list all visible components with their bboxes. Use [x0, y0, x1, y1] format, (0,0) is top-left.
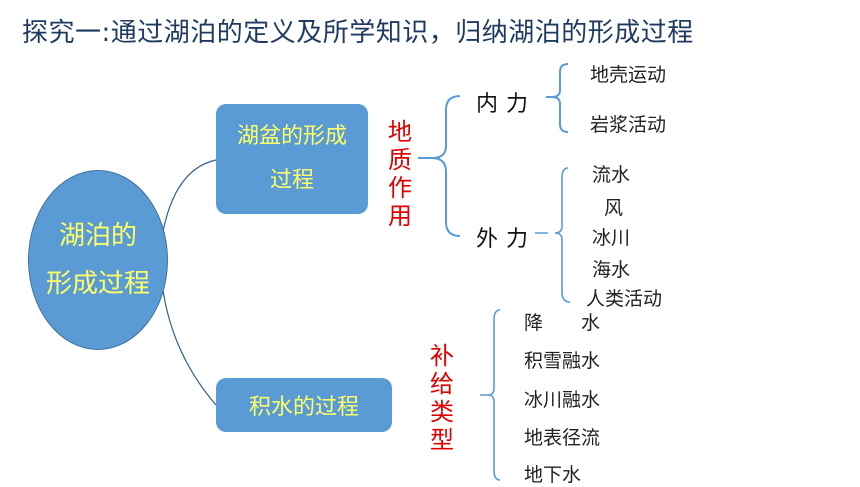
supply-brace	[480, 309, 501, 481]
supply-item: 降 水	[524, 312, 601, 334]
basin-label-line2: 过程	[269, 168, 314, 193]
basin-label-line1: 湖盆的形成	[236, 124, 347, 149]
external-item: 海水	[592, 259, 631, 281]
external-item: 流水	[592, 164, 631, 186]
root-node: 湖泊的 形成过程	[28, 170, 168, 350]
supply-item: 积雪融水	[524, 350, 601, 372]
page-title: 探究一:通过湖泊的定义及所学知识，归纳湖泊的形成过程	[22, 18, 694, 48]
external-brace	[535, 167, 571, 303]
external-item: 冰川	[592, 227, 631, 249]
internal-item: 地壳运动	[590, 64, 667, 86]
supply-item: 地表径流	[524, 427, 601, 449]
internal-item: 岩浆活动	[590, 114, 667, 136]
supply-item: 地下水	[524, 464, 582, 486]
geology-category-label: 地 质 作 用	[388, 118, 412, 230]
supply-category-label: 补 给 类 型	[430, 342, 454, 454]
external-item: 风	[604, 197, 624, 219]
basin-formation-node: 湖盆的形成 过程	[216, 104, 368, 214]
geology-brace	[418, 95, 461, 237]
supply-item: 冰川融水	[524, 389, 601, 411]
external-force-label: 外力	[476, 227, 537, 252]
external-item: 人类活动	[586, 288, 663, 310]
water-accumulation-node: 积水的过程	[216, 378, 392, 432]
root-label-line1: 湖泊的	[58, 221, 137, 251]
internal-force-label: 内力	[476, 92, 537, 117]
root-label-line2: 形成过程	[45, 269, 150, 299]
internal-brace	[546, 63, 569, 133]
root-connector-curve	[159, 159, 217, 406]
